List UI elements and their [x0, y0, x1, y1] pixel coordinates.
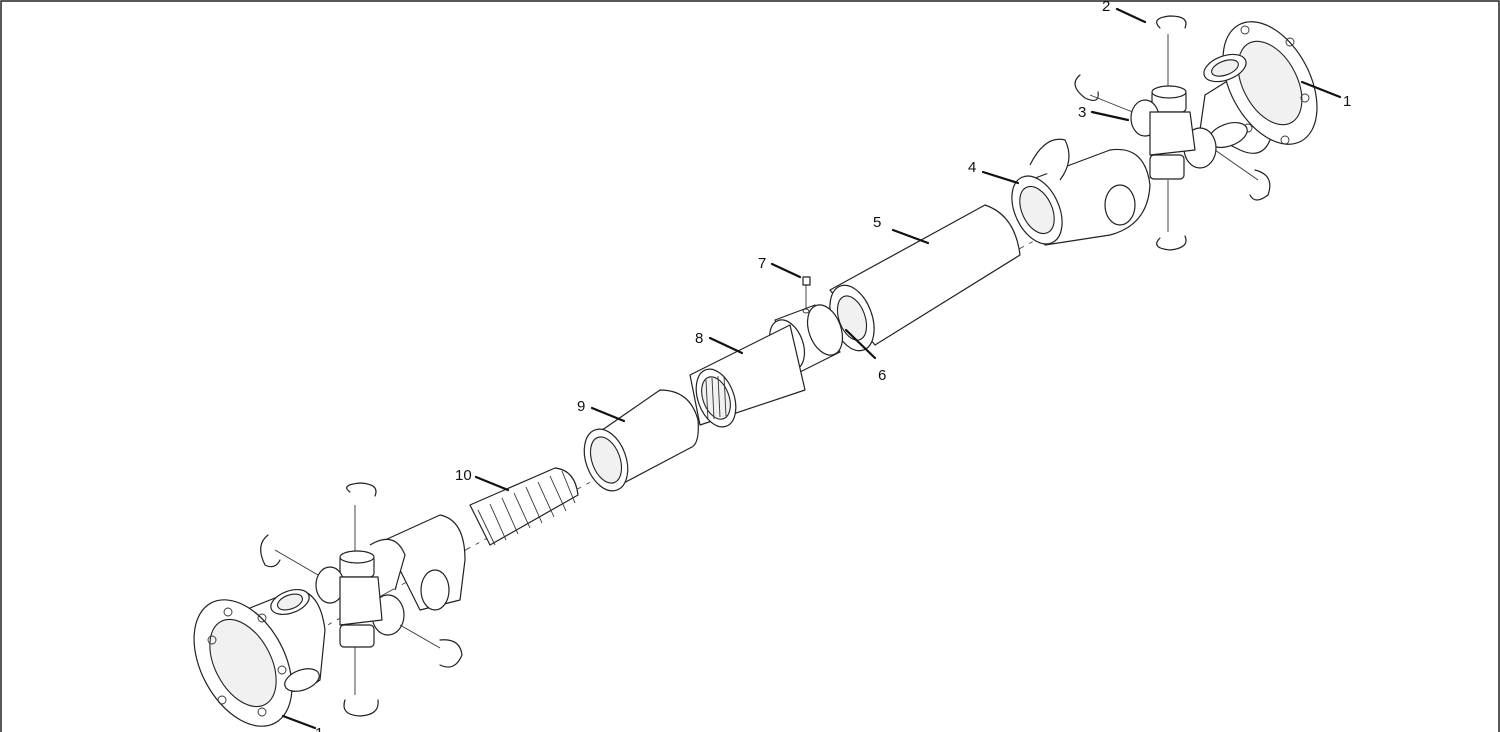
splined-shaft — [469, 467, 579, 546]
upper-flange-yoke — [1199, 21, 1318, 154]
callout-label: 6 — [878, 367, 886, 384]
callout-label: 4 — [968, 159, 976, 176]
callout-leaders — [281, 7, 1342, 730]
callout-label: 8 — [695, 330, 703, 347]
lower-universal-joint-cross — [315, 505, 405, 695]
upper-universal-joint-cross — [1130, 34, 1217, 232]
slip-yoke — [1011, 138, 1151, 246]
lower-snap-rings — [260, 482, 463, 717]
callout-label: 9 — [577, 398, 585, 415]
grease-fitting — [802, 276, 811, 314]
callout-label: 3 — [1078, 104, 1086, 121]
boot — [583, 389, 699, 492]
upper-snap-rings — [1074, 15, 1271, 251]
callout-label: 7 — [758, 255, 766, 272]
callout-label: 1 — [315, 725, 323, 732]
sleeve-yoke-tube — [689, 324, 806, 428]
lower-flange-yoke — [193, 589, 326, 727]
callout-label: 2 — [1102, 0, 1110, 15]
callout-label: 1 — [1343, 93, 1351, 110]
lower-slip-yoke — [369, 514, 466, 611]
callout-labels: 1 2 3 4 5 6 7 8 9 10 1 — [315, 0, 1351, 732]
callout-label: 5 — [873, 214, 881, 231]
callout-label: 10 — [455, 467, 472, 484]
